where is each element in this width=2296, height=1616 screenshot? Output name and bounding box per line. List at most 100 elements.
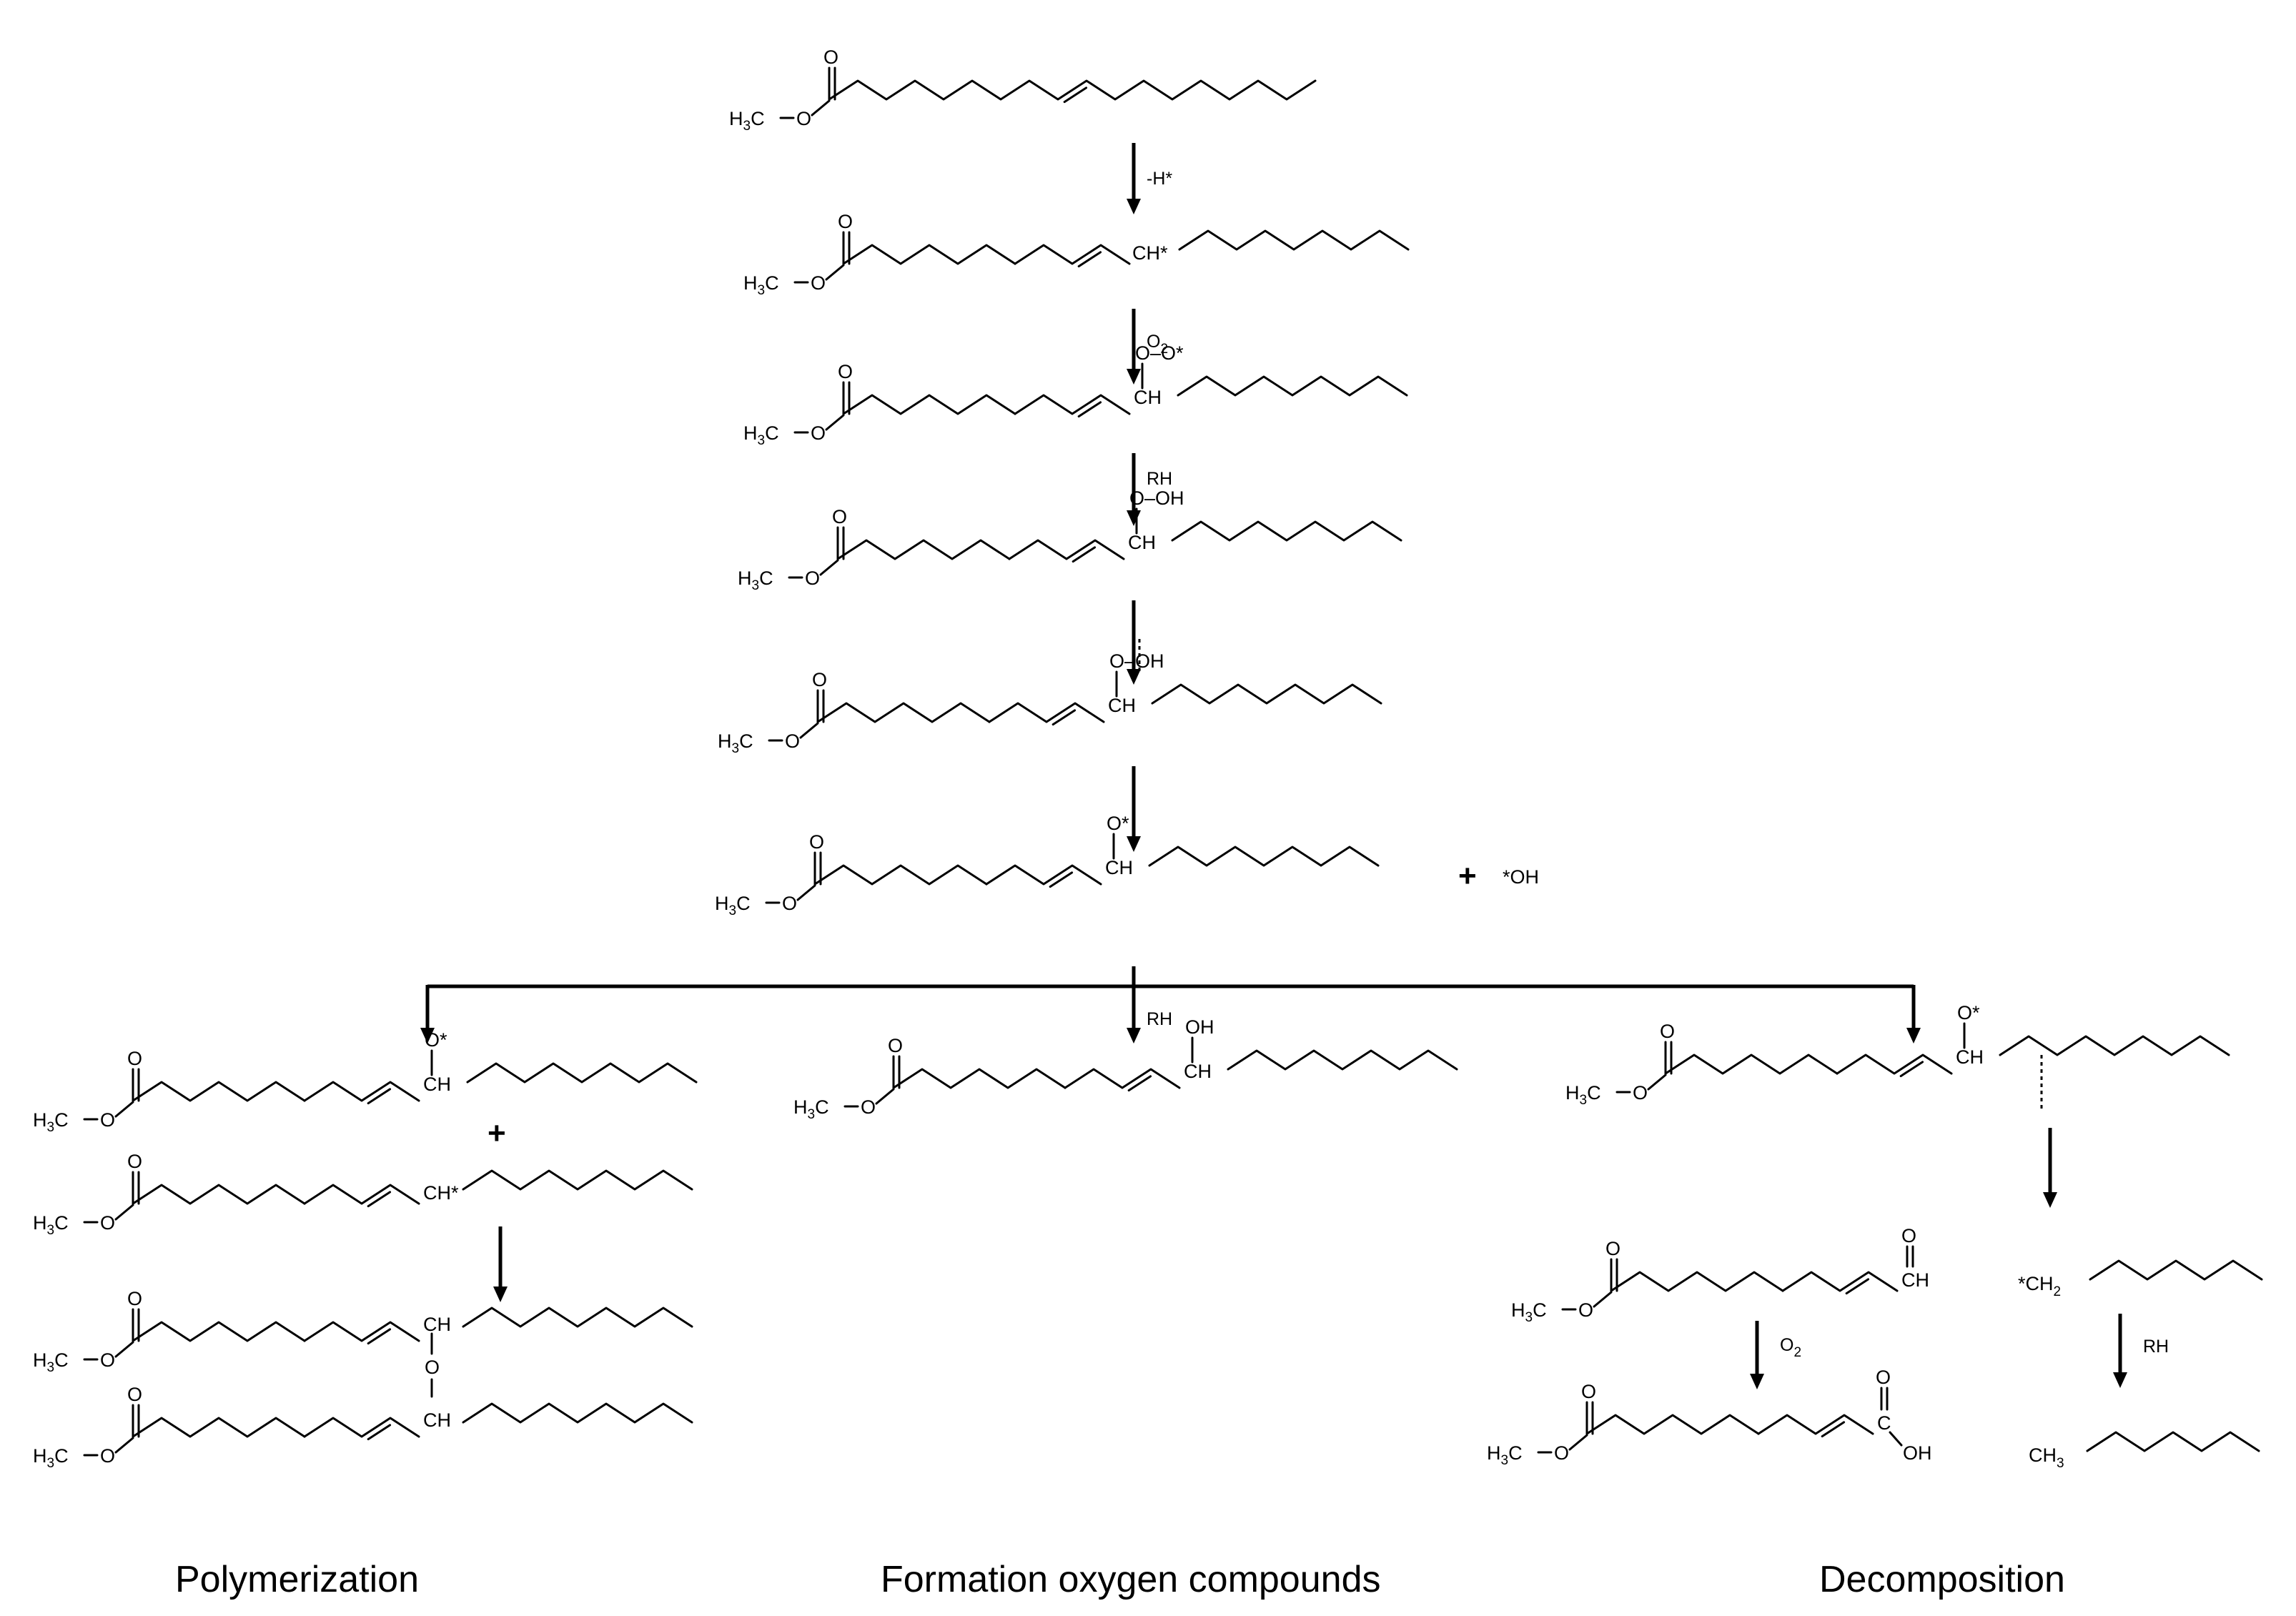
arrow-cleavage [1127, 600, 1141, 685]
ch-label: CH [423, 1074, 451, 1095]
methyl-ester-label: H3C [715, 893, 751, 918]
double-bond [1051, 709, 1077, 726]
arrow-branch-left [420, 985, 435, 1044]
double-bond [1072, 546, 1097, 563]
arrow-cleavage-head [1127, 669, 1141, 685]
acid-carbonyl-oxygen: O [1876, 1367, 1891, 1388]
methyl-ester-label: H3C [33, 1349, 69, 1375]
radical-ch-label: CH* [423, 1182, 459, 1204]
arrow-o2-oxidation [1750, 1321, 1764, 1389]
ch-label: CH [1134, 387, 1162, 408]
double-bond [367, 1424, 392, 1441]
chain-to-ch [303, 1321, 420, 1342]
acyl-chain [1664, 1054, 1839, 1075]
ether-oxygen: O [425, 1357, 440, 1378]
methyl-ester-label: H3C [718, 730, 753, 756]
ester-oxygen: O [782, 893, 797, 914]
bond-o-carbonyl [811, 99, 831, 117]
carbonyl-oxygen: O [809, 831, 824, 853]
arrow-h-abstraction [1127, 143, 1141, 214]
condition-o2-text: O2 [1147, 332, 1168, 357]
carbonyl-oxygen: O [1660, 1021, 1675, 1042]
methyl-end-label: CH3 [2029, 1444, 2064, 1471]
acyl-chain [816, 702, 991, 723]
molecule-alkane: CH3 [2029, 1431, 2260, 1471]
condition-rh-1: RH [1147, 469, 1172, 489]
carbonyl-oxygen: O [127, 1288, 142, 1309]
ester-oxygen: O [861, 1096, 876, 1118]
alkyl-tail [1151, 683, 1382, 705]
chain-to-aldehyde [1781, 1271, 1899, 1292]
arrow-branch-right-head [1906, 1028, 1921, 1044]
methyl-ester-label: H3C [1511, 1299, 1547, 1325]
condition-o2-oxidation: O2 [1780, 1335, 1801, 1360]
acyl-chain [1585, 1414, 1760, 1435]
hydroxyl-radical-label: *OH [1503, 866, 1539, 888]
bond-o-carbonyl [875, 1088, 895, 1105]
ester-oxygen: O [100, 1349, 115, 1371]
acyl-chain [132, 1321, 306, 1342]
ester-oxygen: O [100, 1445, 115, 1467]
acyl-chain [892, 1068, 1067, 1089]
acyl-chain [842, 244, 1016, 265]
double-bond [1077, 251, 1102, 268]
double-bond [367, 1328, 392, 1345]
methyl-ester-label: H3C [738, 567, 773, 593]
bond-o-carbonyl [1568, 1434, 1588, 1451]
condition-rh-termination: RH [2143, 1337, 2169, 1357]
ester-oxygen: O [811, 272, 826, 294]
methyl-ester-label: H3C [33, 1109, 69, 1135]
ester-oxygen: O [1578, 1299, 1593, 1321]
condition-rh-1-text: RH [1147, 469, 1172, 489]
bond-o-carbonyl [819, 559, 839, 576]
carbonyl-oxygen: O [832, 506, 847, 527]
pathway-label-oxygen-compounds: Formation oxygen compounds [881, 1559, 1381, 1600]
bond-o-carbonyl [799, 722, 819, 739]
molecule-hydroperoxide: H3C O O CH O–OH [738, 487, 1402, 593]
chain-to-ch [303, 1081, 420, 1102]
arrow-branch-center [1127, 966, 1141, 1044]
acid-hydroxyl: OH [1903, 1442, 1932, 1464]
carbonyl-oxygen: O [888, 1035, 903, 1056]
alkyl-tail [466, 1062, 698, 1084]
alkyl-tail [462, 1402, 693, 1424]
ester-oxygen: O [811, 422, 826, 444]
substituent-label: O–OH [1129, 487, 1184, 509]
double-bond [367, 1191, 392, 1208]
chain-to-ch [985, 864, 1102, 886]
double-bond [1821, 1421, 1846, 1438]
methyl-ester-label: H3C [33, 1212, 69, 1238]
bond-o-carbonyl [825, 264, 845, 281]
ch-label: CH [1128, 532, 1156, 553]
arrow-polymerization-head [493, 1287, 508, 1302]
arrow-branch-right [1906, 985, 1921, 1044]
substituent-label: OH [1185, 1016, 1214, 1038]
methyl-ester-label: H3C [1565, 1082, 1601, 1108]
ester-oxygen: O [805, 567, 820, 589]
methyl-ester-label: H3C [33, 1445, 69, 1471]
acyl-chain [132, 1417, 306, 1438]
double-bond [1845, 1278, 1870, 1295]
chain-to-ch [988, 702, 1105, 723]
alkane-chain [2086, 1431, 2260, 1452]
ester-oxygen: O [796, 108, 811, 129]
carbonyl-oxygen: O [1581, 1381, 1596, 1402]
alkyl-tail [1227, 1049, 1458, 1071]
chain-to-ch [1064, 1068, 1181, 1089]
bond-o-carbonyl [114, 1341, 134, 1358]
chain-to-acid [1757, 1414, 1874, 1435]
alkyl-tail [462, 1169, 693, 1191]
condition-o2-oxidation-text: O2 [1780, 1335, 1801, 1360]
substituent-label: O–OH [1109, 650, 1164, 672]
acyl-chain [132, 1081, 306, 1102]
carbonyl-oxygen: O [838, 361, 853, 382]
plus-sign: + [1458, 858, 1477, 893]
